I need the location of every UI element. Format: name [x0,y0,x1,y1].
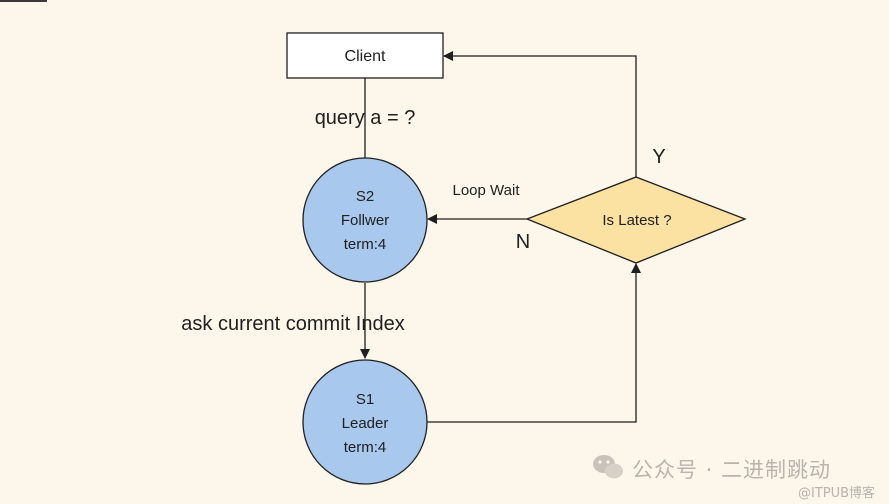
edge-s1-to-decision [426,263,641,423]
s1-leader-node [302,359,428,485]
s2-term-label: term:4 [344,236,387,253]
s2-role-label: Follwer [341,212,389,229]
yes-branch-label: Y [652,146,665,168]
no-branch-label: N [516,231,530,253]
s1-role-label: Leader [342,415,389,432]
query-edge-label: query a = ? [315,107,416,129]
watermark-sub: @ITPUB博客 [798,486,876,501]
is-latest-decision-node [525,176,747,264]
decision-label: Is Latest ? [602,212,671,229]
s1-name-label: S1 [356,391,374,408]
s2-follower-node [302,157,428,283]
wechat-icon [593,455,623,479]
s1-term-label: term:4 [344,439,387,456]
client-label: Client [345,48,386,65]
top-edge-bar [0,0,47,2]
watermark-main: 公众号 · 二进制跳动 [632,458,832,482]
s2-name-label: S2 [356,188,374,205]
edge-decision-yes-to-client [443,51,637,177]
loop-wait-label: Loop Wait [453,182,521,199]
ask-index-edge-label: ask current commit Index [181,313,404,335]
client-node [286,32,444,79]
